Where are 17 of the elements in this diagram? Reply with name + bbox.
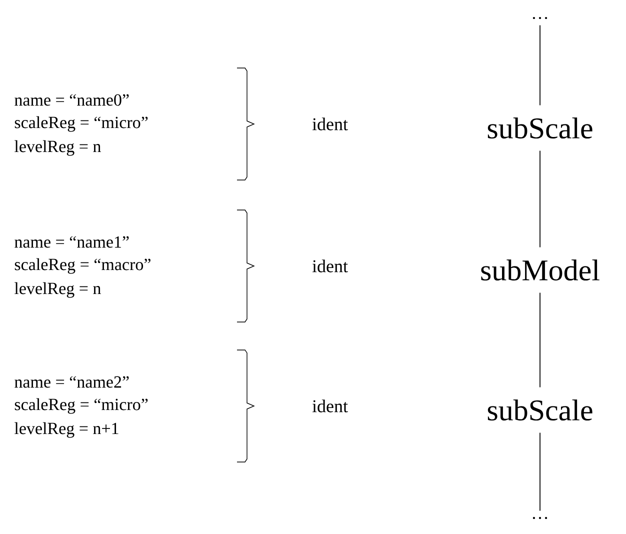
ident-label: ident [312, 260, 348, 272]
ellipsis: … [532, 16, 548, 20]
attribute-text: name = “name0” [14, 94, 129, 106]
attribute-text: scaleReg = “micro” [14, 398, 148, 414]
attribute-text: levelReg = n [14, 140, 101, 156]
attribute-text: scaleReg = “micro” [14, 116, 148, 132]
attribute-text: scaleReg = “macro” [14, 258, 150, 274]
attribute-text: levelReg = n [14, 282, 101, 298]
attribute-text: name = “name2” [14, 376, 129, 388]
attribute-text: levelReg = n+1 [14, 422, 118, 438]
level-label: subScale [488, 117, 592, 139]
level-label: subModel [481, 259, 600, 281]
ellipsis: … [532, 516, 548, 520]
ident-label: ident [312, 118, 348, 130]
ident-label: ident [312, 400, 348, 412]
level-label: subScale [488, 399, 592, 421]
attribute-text: name = “name1” [14, 236, 129, 248]
